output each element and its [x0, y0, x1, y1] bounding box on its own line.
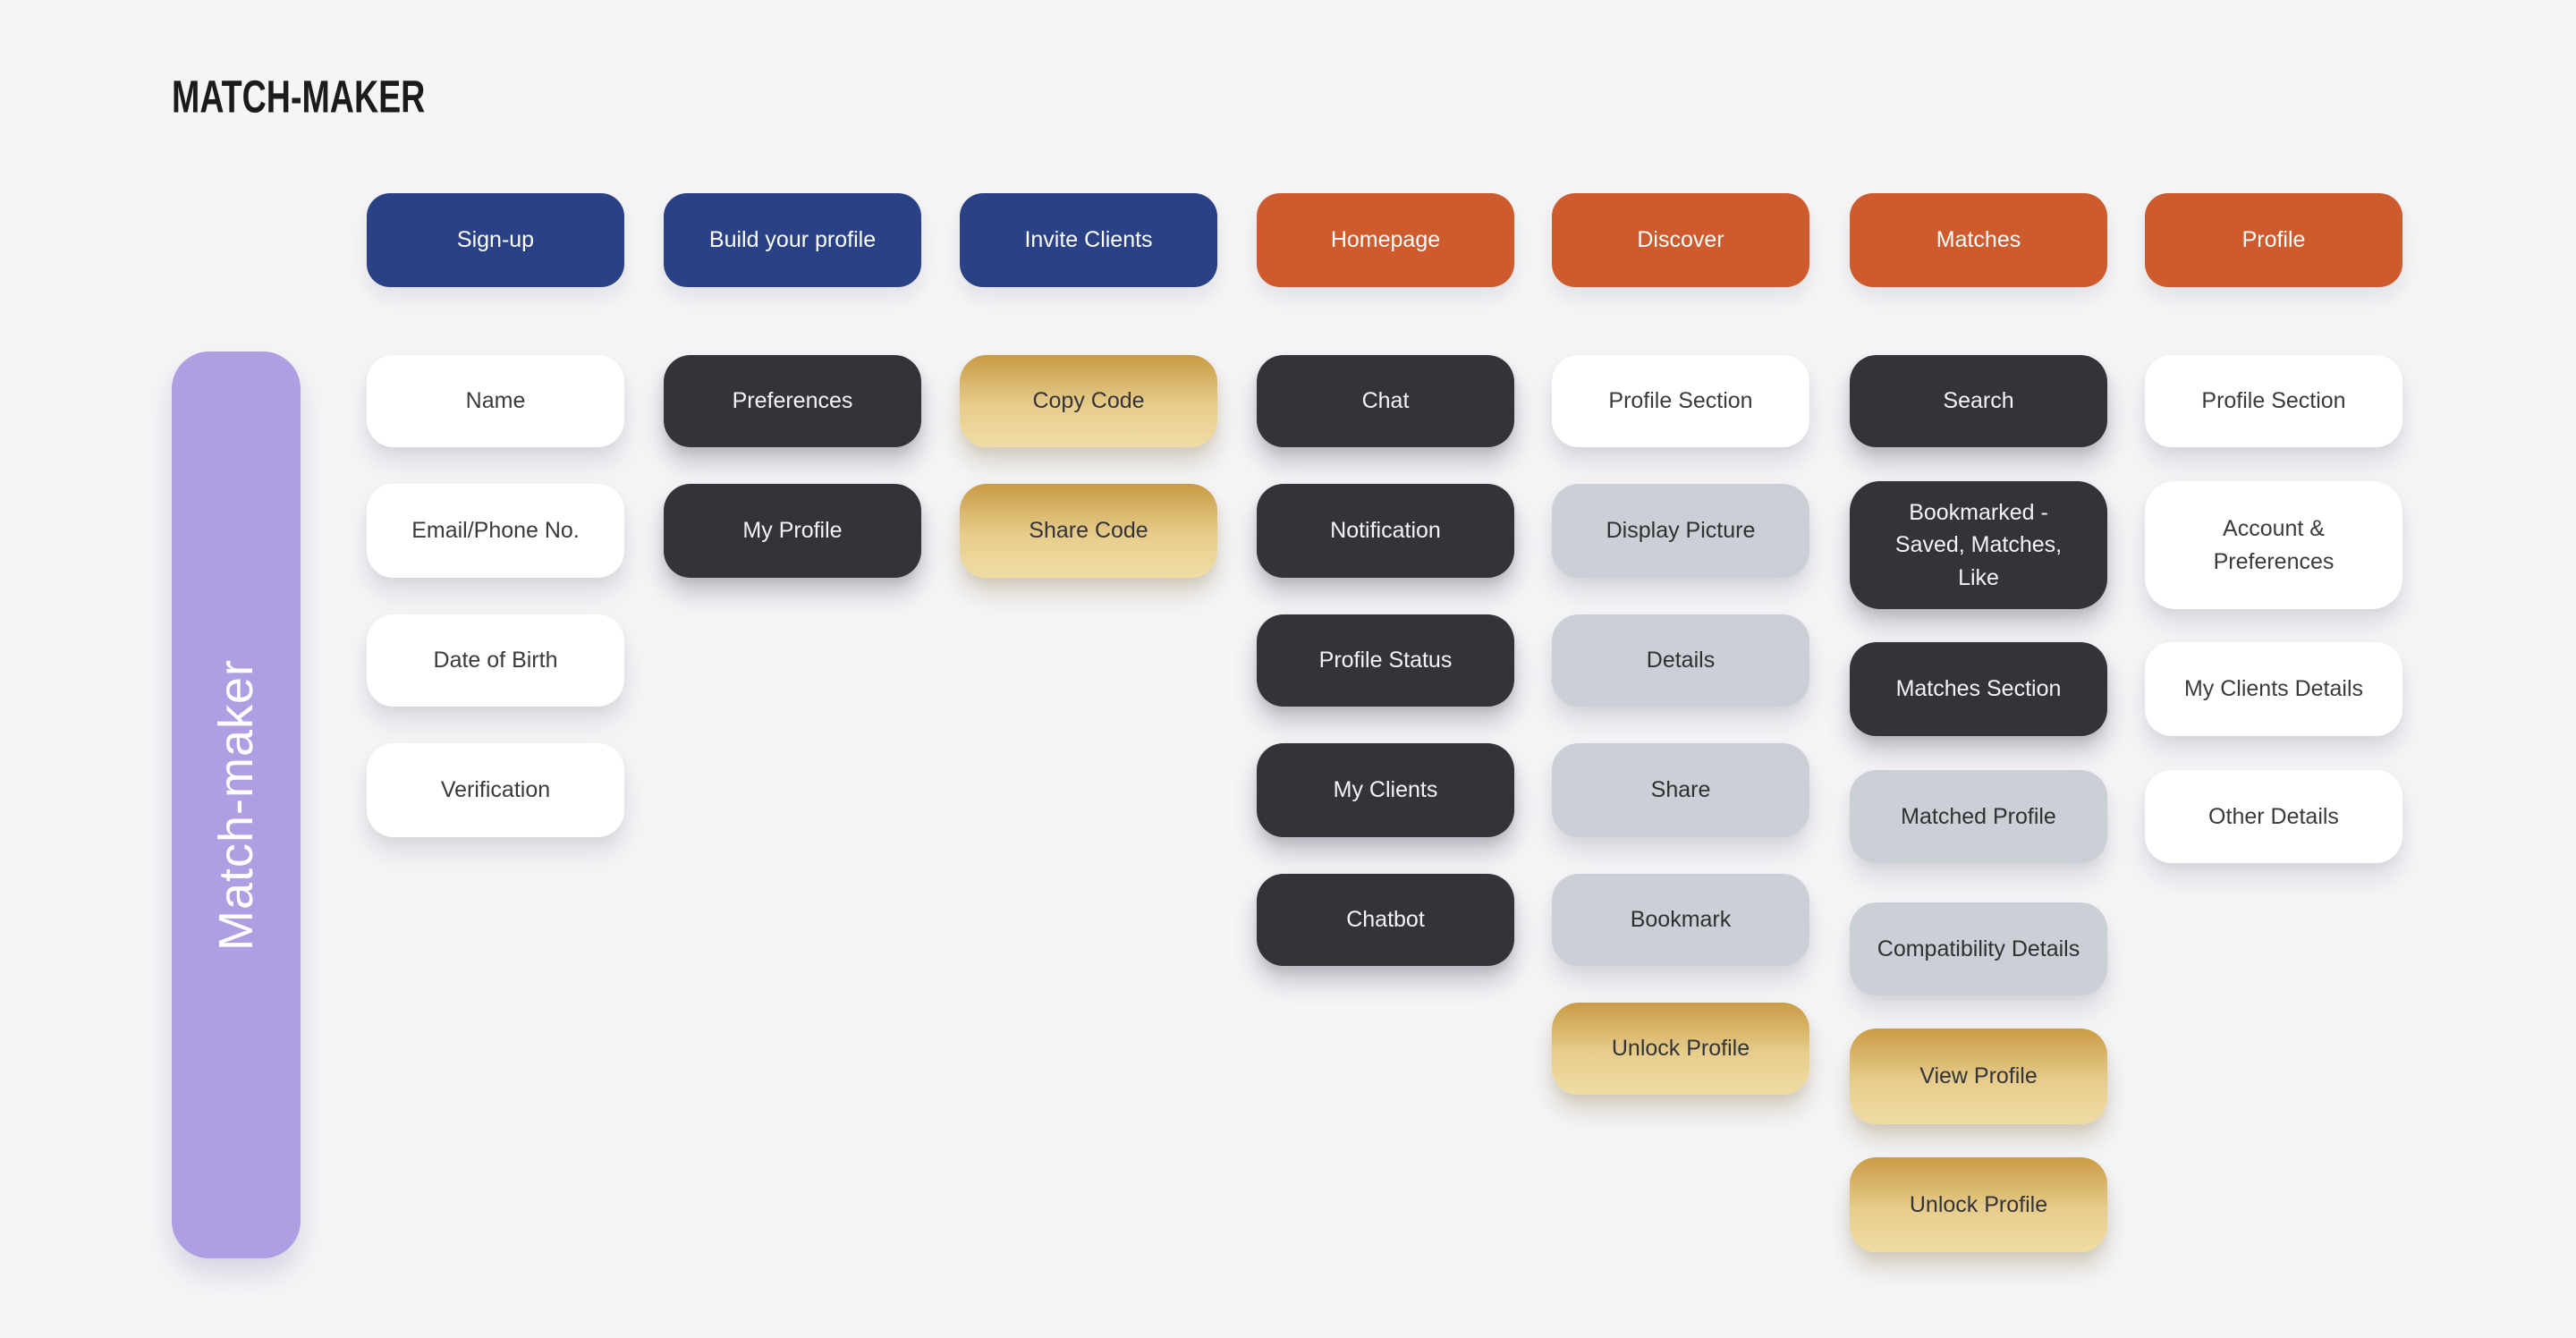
node-search[interactable]: Search [1850, 355, 2107, 447]
node-homepage[interactable]: Homepage [1257, 193, 1514, 287]
node-profile-section-discover[interactable]: Profile Section [1552, 355, 1809, 447]
node-details[interactable]: Details [1552, 614, 1809, 707]
node-my-clients-details[interactable]: My Clients Details [2145, 642, 2402, 736]
node-bookmark[interactable]: Bookmark [1552, 874, 1809, 966]
node-compatibility-details[interactable]: Compatibility Details [1850, 902, 2107, 995]
node-discover[interactable]: Discover [1552, 193, 1809, 287]
node-verification[interactable]: Verification [367, 743, 624, 837]
node-preferences[interactable]: Preferences [664, 355, 921, 447]
node-view-profile[interactable]: View Profile [1850, 1029, 2107, 1124]
node-copy-code[interactable]: Copy Code [960, 355, 1217, 447]
node-account-preferences[interactable]: Account & Preferences [2145, 481, 2402, 609]
node-display-picture[interactable]: Display Picture [1552, 484, 1809, 578]
sidebar-bar[interactable]: Match-maker [172, 351, 301, 1258]
node-bookmarked-saved-matches-like[interactable]: Bookmarked - Saved, Matches, Like [1850, 481, 2107, 609]
node-my-profile[interactable]: My Profile [664, 484, 921, 578]
node-build-your-profile[interactable]: Build your profile [664, 193, 921, 287]
node-invite-clients[interactable]: Invite Clients [960, 193, 1217, 287]
node-name[interactable]: Name [367, 355, 624, 447]
app-title: MATCH-MAKER [172, 71, 426, 123]
node-share-code[interactable]: Share Code [960, 484, 1217, 578]
node-other-details[interactable]: Other Details [2145, 770, 2402, 863]
node-sign-up[interactable]: Sign-up [367, 193, 624, 287]
node-chatbot[interactable]: Chatbot [1257, 874, 1514, 966]
node-unlock-profile-discover[interactable]: Unlock Profile [1552, 1003, 1809, 1095]
node-profile[interactable]: Profile [2145, 193, 2402, 287]
node-notification[interactable]: Notification [1257, 484, 1514, 578]
sidebar-label: Match-maker [209, 658, 263, 952]
node-email-phone[interactable]: Email/Phone No. [367, 484, 624, 578]
node-share[interactable]: Share [1552, 743, 1809, 837]
node-my-clients[interactable]: My Clients [1257, 743, 1514, 837]
node-matches-section[interactable]: Matches Section [1850, 642, 2107, 736]
node-matches[interactable]: Matches [1850, 193, 2107, 287]
node-chat[interactable]: Chat [1257, 355, 1514, 447]
node-unlock-profile-matches[interactable]: Unlock Profile [1850, 1157, 2107, 1252]
node-matched-profile[interactable]: Matched Profile [1850, 770, 2107, 863]
node-profile-section-profile[interactable]: Profile Section [2145, 355, 2402, 447]
node-profile-status[interactable]: Profile Status [1257, 614, 1514, 707]
node-date-of-birth[interactable]: Date of Birth [367, 614, 624, 707]
